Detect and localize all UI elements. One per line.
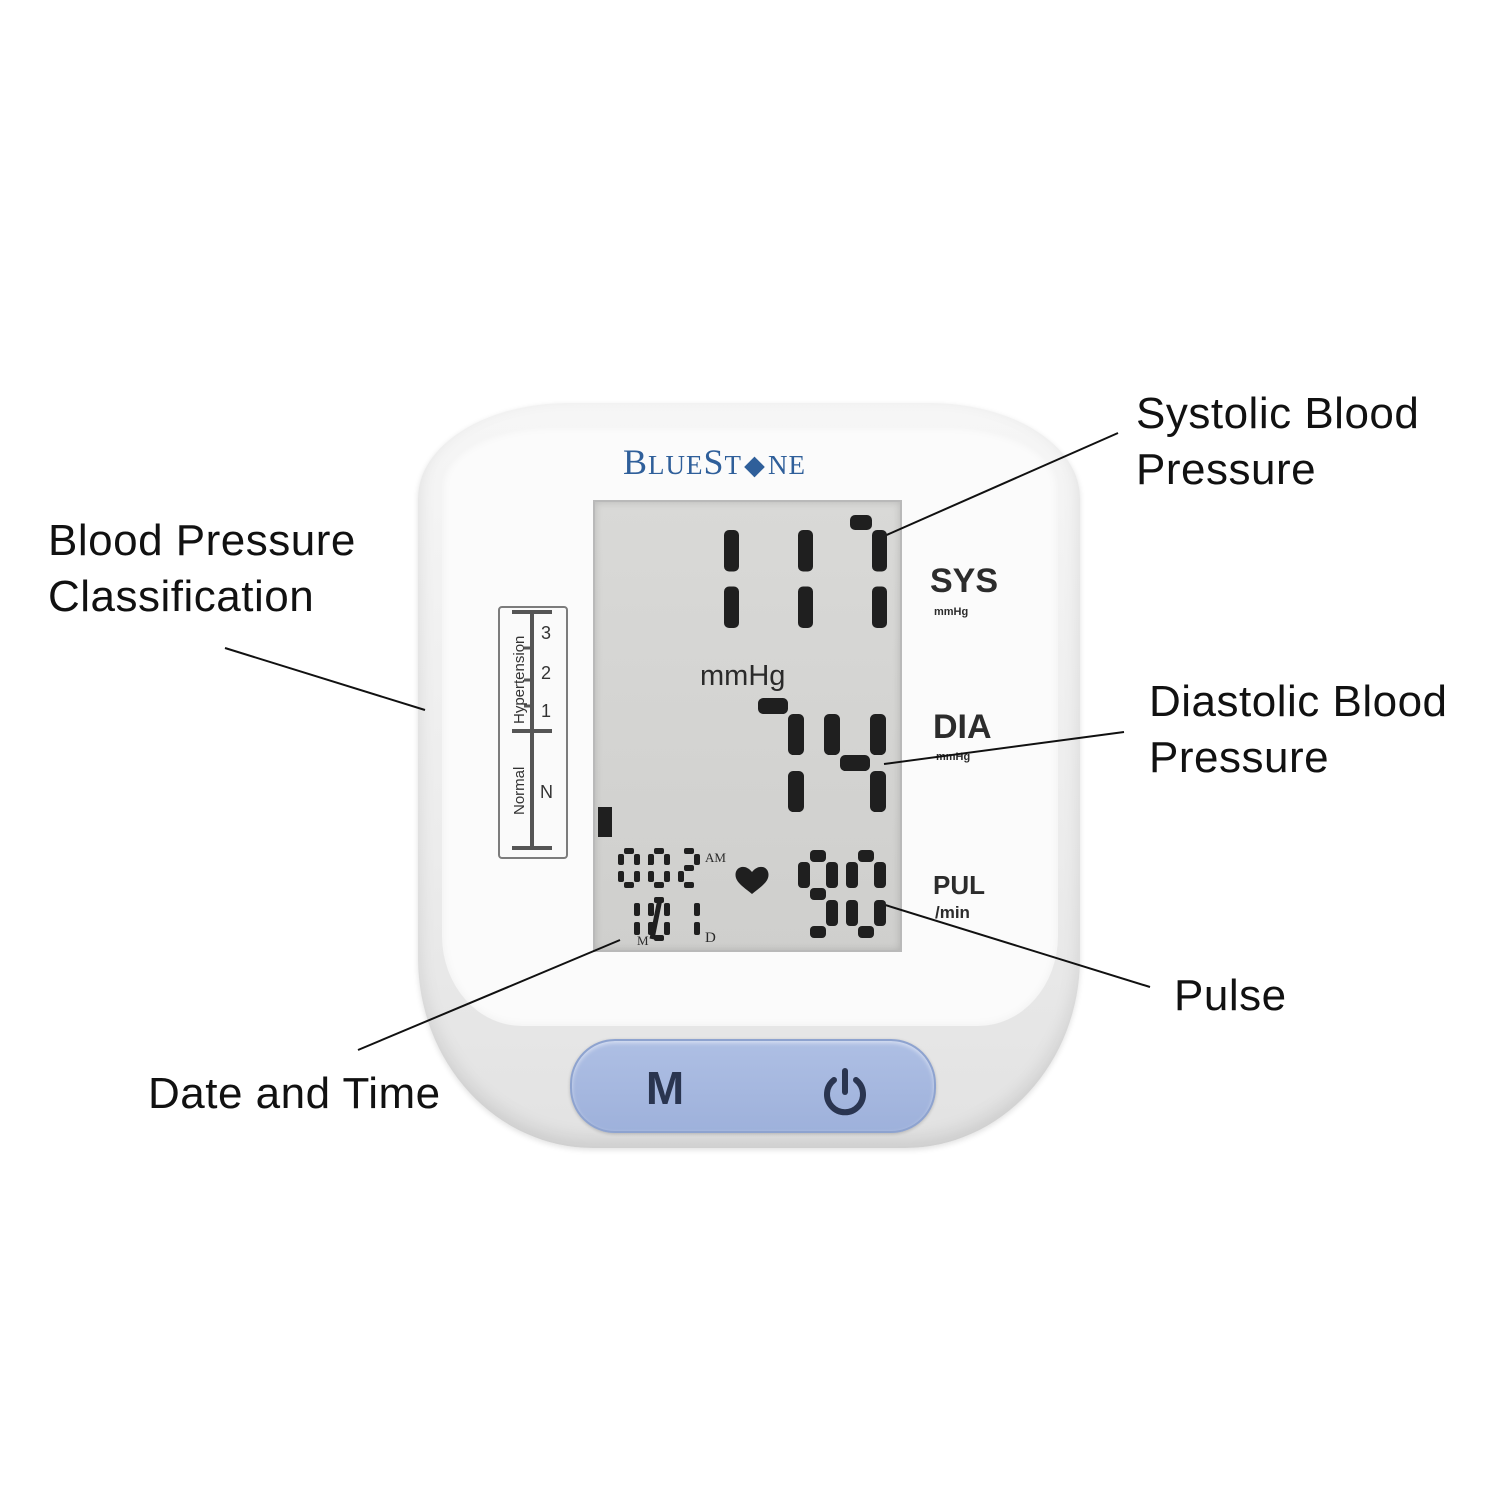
- memory-button[interactable]: M: [645, 1062, 685, 1114]
- lcd-screen: [593, 500, 902, 952]
- pul-label: PUL: [933, 870, 985, 900]
- pul-unit-label: /min: [935, 903, 970, 922]
- button-bar: [570, 1039, 936, 1133]
- power-button[interactable]: [810, 1058, 880, 1128]
- dia-unit-label: mmHg: [936, 751, 971, 763]
- callout-datetime: Date and Time: [148, 1069, 441, 1118]
- sys-label: SYS: [930, 562, 999, 600]
- brand-logo: BLUEST◆NE: [623, 442, 807, 482]
- callout-pulse: Pulse: [1174, 971, 1287, 1020]
- callout-classification: Blood Pressure Classification: [48, 516, 356, 621]
- callout-diastolic: Diastolic Blood Pressure: [1149, 677, 1448, 782]
- power-icon: [824, 1068, 866, 1116]
- diamond-icon: ◆: [744, 450, 766, 480]
- dia-label: DIA: [933, 708, 992, 746]
- leader-line-classification: [224, 647, 426, 711]
- classification-scale: [498, 606, 568, 859]
- sys-unit-label: mmHg: [934, 606, 969, 618]
- callout-systolic: Systolic Blood Pressure: [1136, 389, 1420, 494]
